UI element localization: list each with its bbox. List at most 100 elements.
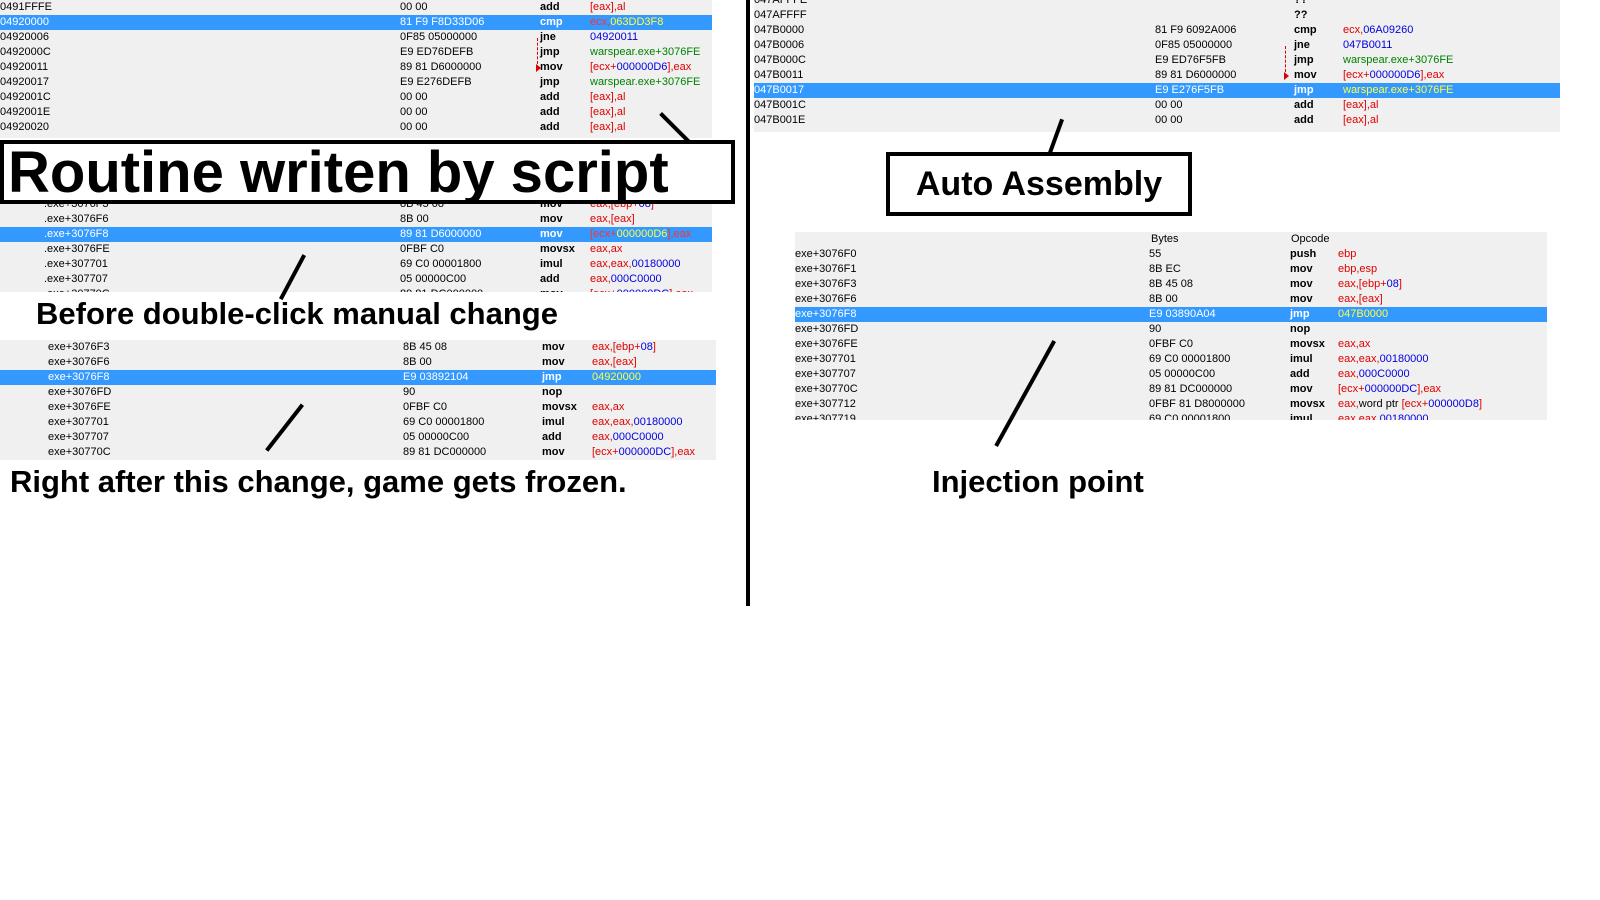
operand-cell: warspear.exe+3076FE — [590, 76, 701, 88]
bytes-cell: 8B 45 08 — [1149, 278, 1194, 290]
opcode-cell: movsx — [1290, 398, 1325, 410]
bytes-cell: 69 C0 00001800 — [400, 258, 482, 270]
opcode-cell: imul — [542, 416, 565, 428]
opcode-cell: jmp — [1294, 84, 1314, 96]
operand-cell: 047B0011 — [1343, 39, 1393, 51]
jump-line — [537, 38, 538, 64]
operand-cell: eax,[eax] — [592, 356, 637, 368]
disasm-row[interactable]: 047AFFFF?? — [754, 8, 1560, 23]
address-cell: .exe+3076F6 — [44, 213, 109, 225]
opcode-cell: imul — [1290, 353, 1313, 365]
opcode-cell: jne — [1294, 39, 1310, 51]
opcode-column-header[interactable]: Opcode — [1291, 233, 1330, 245]
opcode-cell: jmp — [540, 46, 560, 58]
address-cell: exe+307701 — [48, 416, 109, 428]
bytes-cell: 05 00000C00 — [1149, 368, 1216, 380]
operand-cell: eax,ax — [592, 401, 625, 413]
address-cell: exe+307707 — [48, 431, 109, 443]
jump-target-arrow — [536, 64, 541, 72]
address-cell: exe+30770C — [48, 446, 111, 458]
operand-cell: [eax],al — [590, 106, 626, 118]
operand-cell: eax,[ebp+08] — [590, 204, 654, 210]
operand-cell: eax,[eax] — [1338, 293, 1383, 305]
address-cell: exe+3076F3 — [48, 341, 110, 353]
address-cell: exe+307712 — [795, 398, 856, 410]
bytes-cell: 89 81 DC000000 — [400, 287, 483, 292]
operand-cell: 047B0000 — [1338, 308, 1389, 320]
opcode-cell: mov — [542, 446, 565, 458]
auto-assembly-label: Auto Assembly — [886, 152, 1192, 216]
opcode-cell: cmp — [540, 16, 563, 28]
bytes-cell: 8B 00 — [400, 213, 429, 225]
bytes-cell: 0F85 05000000 — [400, 31, 478, 43]
address-cell: 0492001C — [0, 91, 51, 103]
operand-cell: [ecx+000000DC],eax — [1338, 383, 1442, 395]
disasm-row[interactable]: 047AFFFE?? — [754, 0, 1560, 8]
opcode-cell: nop — [542, 386, 563, 398]
operand-cell: [ecx+000000D6],eax — [590, 228, 692, 240]
operand-cell: [eax],al — [1343, 114, 1379, 126]
address-cell: 047B0011 — [754, 69, 804, 81]
operand-cell: eax,eax,00180000 — [592, 416, 683, 428]
bytes-cell: E9 03892104 — [403, 371, 469, 383]
bytes-cell: 81 F9 F8D33D06 — [400, 16, 485, 28]
before-change-caption: Before double-click manual change — [36, 296, 558, 331]
bytes-column-header[interactable]: Bytes — [1151, 233, 1179, 245]
bytes-cell: 0F85 05000000 — [1155, 39, 1233, 51]
opcode-cell: add — [542, 431, 562, 443]
address-cell: 047B000C — [754, 54, 806, 66]
opcode-cell: movsx — [540, 243, 575, 255]
address-cell: 0491FFFE — [0, 1, 52, 13]
opcode-cell: mov — [540, 213, 563, 225]
opcode-cell: push — [1290, 248, 1317, 260]
